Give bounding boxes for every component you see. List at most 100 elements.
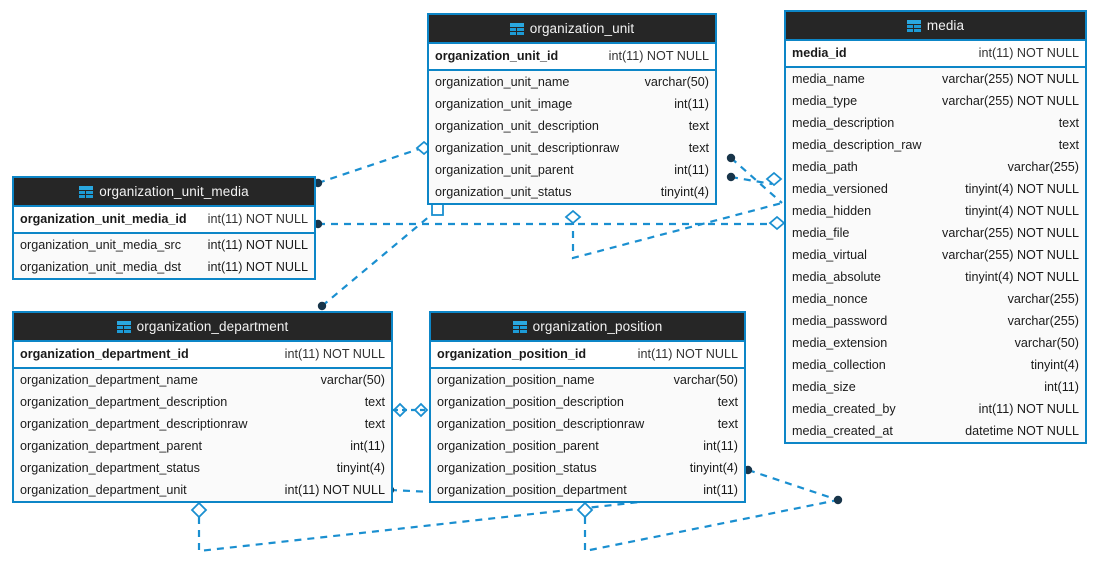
column-name: organization_position_parent — [437, 439, 599, 453]
column-type: varchar(255) — [1007, 314, 1079, 328]
column-type: tinyint(4) NOT NULL — [965, 182, 1079, 196]
primary-key-row[interactable]: organization_position_id int(11) NOT NUL… — [431, 342, 744, 369]
table-header-organization_position: organization_position — [431, 313, 744, 342]
columns-list: organization_unit_media_src int(11) NOT N… — [14, 234, 314, 278]
column-row[interactable]: organization_unit_status tinyint(4) — [429, 181, 715, 203]
column-name: organization_position_id — [437, 347, 587, 361]
column-type: tinyint(4) NOT NULL — [965, 270, 1079, 284]
column-row: organization_department_id int(11) NOT N… — [14, 342, 391, 367]
column-type: int(11) NOT NULL — [978, 402, 1079, 416]
column-row[interactable]: organization_department_parent int(11) — [14, 435, 391, 457]
column-name: media_path — [792, 160, 858, 174]
edge-od-self-unit — [197, 500, 641, 553]
column-name: media_extension — [792, 336, 888, 350]
column-name: organization_unit_name — [435, 75, 570, 89]
column-type: tinyint(4) — [660, 185, 709, 199]
column-name: organization_department_status — [20, 461, 200, 475]
column-type: int(11) — [703, 439, 738, 453]
table-organization_position[interactable]: organization_position organization_posit… — [429, 311, 746, 503]
column-name: media_created_at — [792, 424, 893, 438]
column-name: organization_department_unit — [20, 483, 187, 497]
column-row[interactable]: media_created_by int(11) NOT NULL — [786, 398, 1085, 420]
primary-key-row[interactable]: organization_unit_media_id int(11) NOT N… — [14, 207, 314, 234]
column-name: organization_unit_media_src — [20, 238, 182, 252]
column-name: media_type — [792, 94, 858, 108]
column-name: organization_position_description — [437, 395, 624, 409]
primary-key-row[interactable]: organization_department_id int(11) NOT N… — [14, 342, 391, 369]
table-organization_unit[interactable]: organization_unit organization_unit_id i… — [427, 13, 717, 205]
column-name: media_description — [792, 116, 895, 130]
column-name: organization_unit_image — [435, 97, 573, 111]
table-icon — [509, 22, 524, 35]
column-name: organization_unit_description — [435, 119, 599, 133]
edge-op-status-dot — [747, 468, 839, 502]
table-organization_department[interactable]: organization_department organization_dep… — [12, 311, 393, 503]
column-name: media_created_by — [792, 402, 896, 416]
edge-od-to-ou — [321, 209, 438, 307]
table-media[interactable]: media media_id int(11) NOT NULL media_na… — [784, 10, 1087, 444]
column-type: text — [717, 417, 738, 431]
column-type: int(11) NOT NULL — [637, 347, 738, 361]
column-type: int(11) NOT NULL — [284, 483, 385, 497]
table-icon — [906, 19, 921, 32]
column-type: text — [688, 141, 709, 155]
column-type: varchar(255) NOT NULL — [942, 226, 1079, 240]
column-row: organization_unit_id int(11) NOT NULL — [429, 44, 715, 69]
column-type: int(11) — [1044, 380, 1079, 394]
column-type: int(11) NOT NULL — [207, 260, 308, 274]
column-name: organization_unit_media_id — [20, 212, 187, 226]
table-organization_unit_media[interactable]: organization_unit_media organization_uni… — [12, 176, 316, 280]
column-name: organization_department_parent — [20, 439, 203, 453]
primary-key-row[interactable]: media_id int(11) NOT NULL — [786, 41, 1085, 68]
column-row[interactable]: organization_position_parent int(11) — [431, 435, 744, 457]
column-name: media_file — [792, 226, 850, 240]
table-icon — [79, 185, 94, 198]
column-name: organization_unit_status — [435, 185, 572, 199]
column-type: int(11) — [350, 439, 385, 453]
column-name: media_virtual — [792, 248, 867, 262]
edge-ou-parent-to-media — [730, 175, 773, 186]
column-row[interactable]: media_file varchar(255) NOT NULL — [786, 222, 1085, 244]
column-type: varchar(50) — [673, 373, 738, 387]
column-type: int(11) NOT NULL — [608, 49, 709, 63]
table-title: media — [926, 18, 965, 33]
column-name: media_nonce — [792, 292, 868, 306]
primary-key-row[interactable]: organization_unit_id int(11) NOT NULL — [429, 44, 715, 71]
column-row[interactable]: organization_department_unit int(11) NOT … — [14, 479, 391, 501]
